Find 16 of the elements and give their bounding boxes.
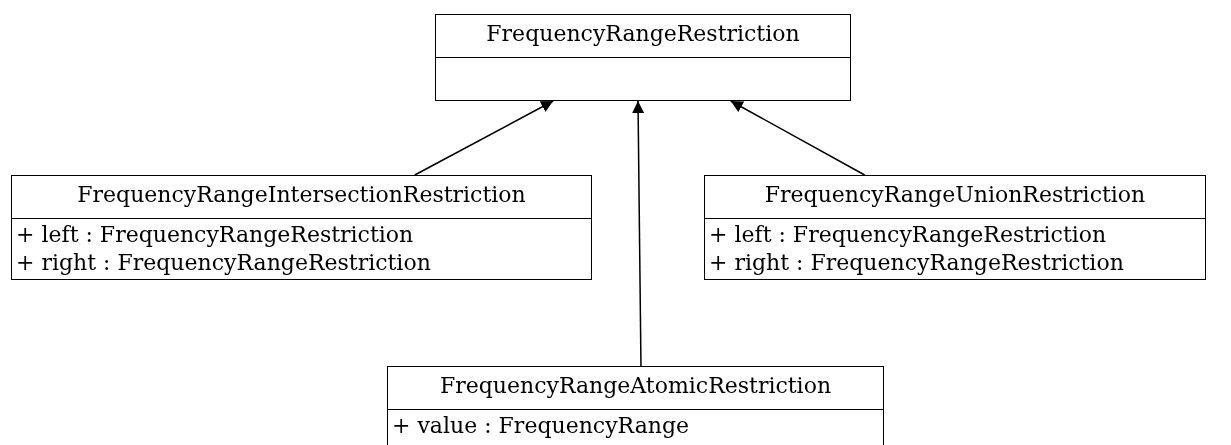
class-attribute: + right : FrequencyRangeRestriction xyxy=(709,249,1125,277)
class-attribute: + left : FrequencyRangeRestriction xyxy=(709,221,1108,249)
inheritance-arrow xyxy=(632,100,645,367)
inheritance-arrow xyxy=(414,100,554,176)
class-box xyxy=(435,14,851,101)
class-attribute: + right : FrequencyRangeRestriction xyxy=(16,249,432,277)
inheritance-arrow xyxy=(730,100,866,176)
class-attribute: + value : FrequencyRange xyxy=(392,412,691,440)
class-name: FrequencyRangeAtomicRestriction xyxy=(439,373,832,398)
class-box xyxy=(11,175,592,280)
class-attribute: + left : FrequencyRangeRestriction xyxy=(16,221,415,249)
class-name: FrequencyRangeUnionRestriction xyxy=(764,182,1146,207)
class-box xyxy=(704,175,1206,280)
class-name: FrequencyRangeRestriction xyxy=(486,21,800,46)
class-name: FrequencyRangeIntersectionRestriction xyxy=(77,182,526,207)
class-box xyxy=(387,366,884,445)
